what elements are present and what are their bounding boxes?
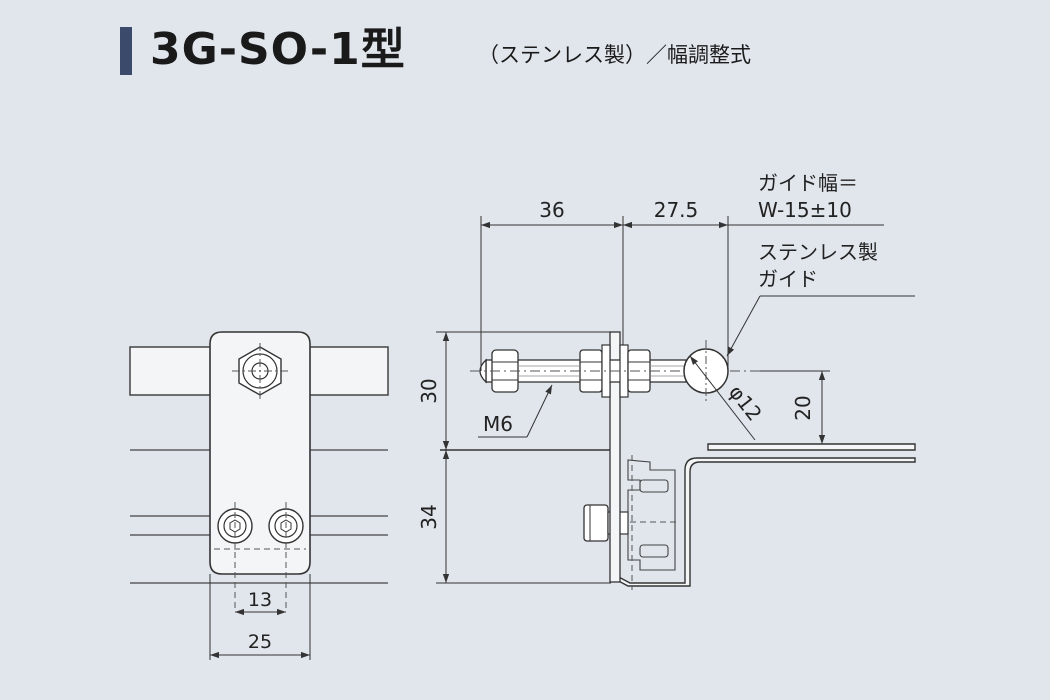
dim-27-5: 27.5 [654, 198, 699, 222]
guide-width-label: ガイド幅＝ [758, 171, 858, 195]
diameter-label: φ12 [724, 380, 767, 425]
title-accent-bar [120, 27, 132, 75]
dim-34: 34 [417, 504, 441, 529]
dim-30: 30 [417, 378, 441, 403]
frame-profile [610, 449, 916, 587]
stainless-label: ステンレス製 [758, 240, 878, 264]
guide-round-bar [683, 348, 729, 394]
guide-plate [707, 443, 916, 451]
dim-36: 36 [539, 198, 564, 222]
frame-bolt [583, 504, 629, 542]
guide-width-formula: W-15±10 [758, 198, 852, 222]
page-subtitle: （ステンレス製）／幅調整式 [478, 43, 751, 67]
bolt-size-label: M6 [483, 412, 513, 436]
hex-nut-top [232, 343, 288, 399]
bracket-vertical [609, 331, 621, 583]
stainless-guide-label: ガイド [758, 267, 818, 291]
dim-25: 25 [248, 631, 272, 653]
side-view: 36 27.5 ガイド幅＝ W-15±10 ステンレス製 ガイド 30 34 M… [417, 171, 916, 590]
dim-20: 20 [791, 395, 815, 420]
dim-13: 13 [248, 589, 272, 611]
front-view: 13 25 [129, 331, 389, 660]
page-title: 3G-SO-1型 [150, 24, 406, 75]
